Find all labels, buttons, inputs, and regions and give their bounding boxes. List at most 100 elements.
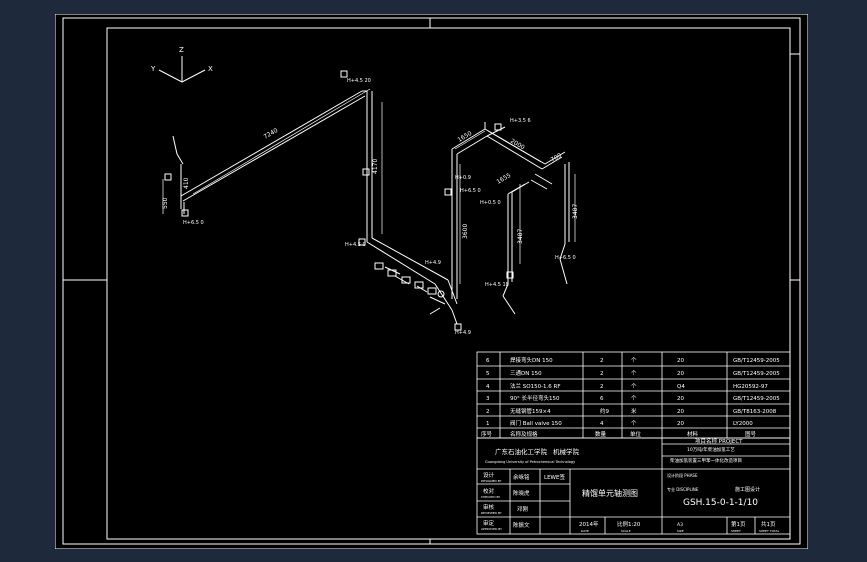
level-l5: H+0.5 0 bbox=[480, 200, 501, 206]
bom-row-std: LY2000 bbox=[733, 421, 753, 427]
tb-sig: LEWE签 bbox=[544, 473, 565, 481]
tb-date-en: DATE bbox=[581, 529, 589, 533]
dim-7240: 7240 bbox=[263, 127, 280, 141]
tb-role: 设计 bbox=[483, 471, 495, 479]
bom-row-no: 1 bbox=[486, 421, 490, 427]
tb-name: 陈振文 bbox=[513, 521, 530, 529]
dim-3600: 3600 bbox=[462, 224, 469, 239]
tb-sheet: 第1页 bbox=[731, 520, 746, 528]
tb-total-en: SHEET TOTAL bbox=[759, 529, 780, 533]
tb-size-en: SIZE bbox=[677, 529, 684, 533]
level-l7: H+0.9 bbox=[455, 175, 471, 181]
level-l11: H+6.5 0 bbox=[460, 188, 481, 194]
bom-row-unit: 个 bbox=[631, 420, 637, 427]
tb-role-en: DESIGNED BY bbox=[481, 479, 502, 483]
inner-frame bbox=[62, 17, 801, 545]
bom-row-mat: 20 bbox=[677, 421, 684, 427]
dim-4170: 4170 bbox=[372, 159, 379, 174]
bom-header-std: 图号 bbox=[745, 430, 757, 438]
level-l3: H+4.5 0 bbox=[345, 242, 366, 248]
bom-row-unit: 个 bbox=[631, 370, 637, 377]
tb-total: 共1页 bbox=[761, 520, 776, 528]
bom-row-qty: 2 bbox=[600, 384, 604, 390]
tb-role-en: CHECKED BY bbox=[481, 495, 500, 499]
bom-header-no: 序号 bbox=[481, 430, 493, 438]
dim-3487-left: 3487 bbox=[517, 229, 524, 244]
bom-header-qty: 数量 bbox=[595, 430, 607, 438]
tb-project-label: 项目名称 PROJECT bbox=[695, 437, 743, 445]
tb-date: 2014年 bbox=[579, 520, 599, 528]
bom-header-unit: 单位 bbox=[630, 430, 642, 438]
bom-header-name: 名称及规格 bbox=[510, 430, 538, 438]
bom-row-name: 阀门 Ball valve 150 bbox=[510, 419, 562, 427]
tb-drawing-name: 精馏单元轴测图 bbox=[582, 488, 638, 498]
bom-row-std: GB/T8163-2008 bbox=[733, 409, 777, 415]
tb-size: A3 bbox=[677, 522, 683, 528]
bom-table bbox=[476, 351, 791, 439]
bom-row-qty: 2 bbox=[600, 371, 604, 377]
tb-company-en: Guangdong University of Petrochemical Te… bbox=[485, 460, 575, 464]
drawing-canvas: Z Y X bbox=[54, 13, 809, 550]
tb-phase: 设计阶段 PHASE bbox=[667, 472, 698, 478]
title-block bbox=[476, 437, 791, 535]
bom-row-mat: 20 bbox=[677, 358, 684, 364]
tb-name: 陈晓虎 bbox=[513, 489, 530, 497]
tb-role-en: APPROVED BY bbox=[481, 527, 502, 531]
bom-rows: 6 焊接弯头DN 150 2 个 20 GB/T12459-2005 5 三通D… bbox=[481, 356, 780, 438]
pipe-left-run bbox=[172, 90, 373, 242]
level-l1: H+4.5 20 bbox=[347, 78, 371, 84]
bom-row-name: 三通DN 150 bbox=[510, 369, 542, 377]
level-l2: H+6.5 0 bbox=[183, 220, 204, 226]
tb-scale-en: SCALE bbox=[621, 529, 631, 533]
bom-row-unit: 米 bbox=[631, 407, 637, 415]
bom-row-mat: 20 bbox=[677, 396, 684, 402]
bom-header-mat: 材料 bbox=[687, 430, 699, 438]
tb-project-line1: 10万吨/年柴油加氢工艺 bbox=[687, 446, 735, 453]
tb-role-en: REVIEWED BY bbox=[481, 511, 502, 515]
tb-role: 审核 bbox=[483, 503, 495, 511]
pipe-right-riser bbox=[451, 122, 570, 315]
bom-row-qty: 4 bbox=[600, 421, 604, 427]
tb-discipline: 专业 DISCIPLINE bbox=[667, 486, 699, 492]
bom-row-no: 5 bbox=[486, 371, 490, 377]
bom-row-no: 2 bbox=[486, 409, 490, 415]
bom-row-std: GB/T12459-2005 bbox=[733, 358, 780, 364]
tb-company: 广东石油化工学院 bbox=[495, 447, 548, 456]
dim-410: 410 bbox=[183, 177, 190, 189]
axis-x-label: X bbox=[208, 65, 213, 73]
tb-project-line2: 柴油加氢装置三甲苯一体化改造项目 bbox=[670, 457, 742, 464]
bom-row-mat: 20 bbox=[677, 371, 684, 377]
level-l4: H+4.9 bbox=[455, 330, 471, 336]
bom-row-no: 6 bbox=[486, 358, 490, 364]
bom-row-std: HG20592-97 bbox=[733, 384, 768, 390]
dim-1655: 1655 bbox=[496, 172, 513, 186]
level-l9: H+6.5 0 bbox=[555, 255, 576, 261]
bom-row-std: GB/T12459-2005 bbox=[733, 371, 780, 377]
bom-row-std: GB/T12459-2005 bbox=[733, 396, 780, 402]
tb-scale: 比例1:20 bbox=[617, 520, 641, 528]
axis-z-label: Z bbox=[179, 46, 184, 54]
dim-2000: 2000 bbox=[509, 138, 526, 152]
bom-row-qty: 2 bbox=[600, 358, 604, 364]
bom-row-no: 3 bbox=[486, 396, 490, 402]
bom-row-mat: 20 bbox=[677, 409, 684, 415]
bom-row-name: 无缝钢管159×4 bbox=[510, 407, 551, 415]
tb-role: 校对 bbox=[483, 487, 495, 495]
level-l10: H+3.5 6 bbox=[510, 118, 531, 124]
bom-row-name: 焊接弯头DN 150 bbox=[510, 356, 553, 364]
drawing-border bbox=[106, 27, 791, 540]
bom-row-qty: 约9 bbox=[600, 407, 610, 415]
axis-indicator: Z Y X bbox=[150, 46, 213, 83]
axis-y-label: Y bbox=[150, 65, 156, 73]
dim-700: 700 bbox=[550, 152, 564, 164]
bom-row-qty: 6 bbox=[600, 396, 604, 402]
tb-discipline-value: 施工图设计 bbox=[735, 486, 760, 493]
dim-550: 550 bbox=[162, 197, 169, 209]
dimension-lines bbox=[162, 88, 576, 284]
bom-row-unit: 个 bbox=[631, 383, 637, 390]
bom-row-unit: 个 bbox=[631, 357, 637, 364]
tb-dept: 机械学院 bbox=[553, 447, 580, 456]
tb-role: 审定 bbox=[483, 519, 495, 527]
bom-row-name: 法兰 SO150-1.6 RF bbox=[510, 382, 561, 390]
isometric-drawing: Z Y X bbox=[54, 13, 809, 550]
